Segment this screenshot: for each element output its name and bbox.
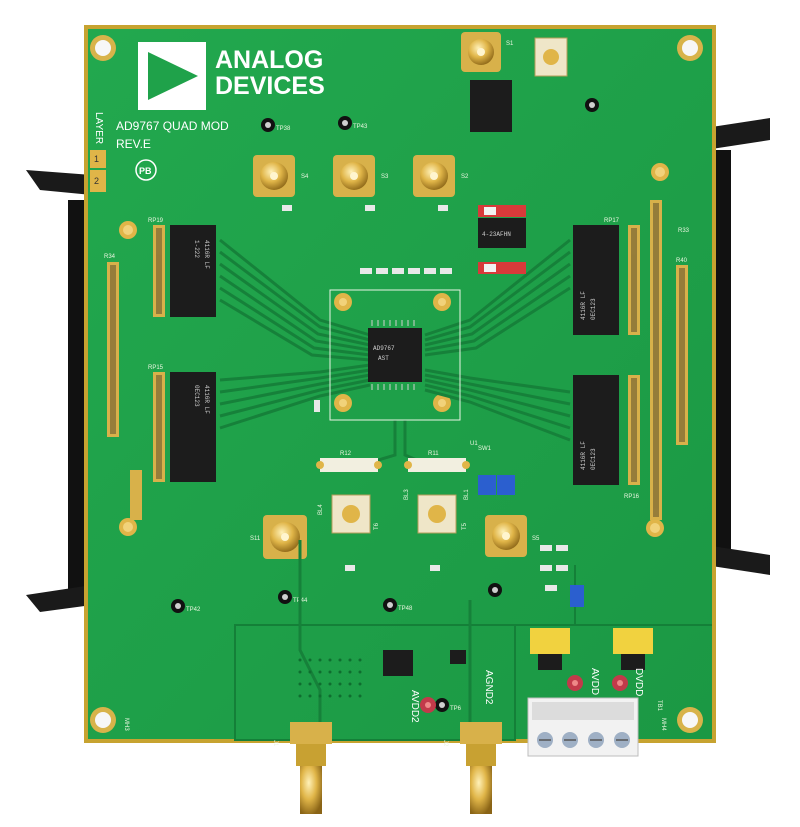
r40-label: R40 <box>676 258 688 264</box>
rp-text-1: 4116R LF <box>203 240 210 269</box>
tantalum-capacitor <box>530 628 653 670</box>
small-ic <box>470 80 512 132</box>
r33-label: R33 <box>678 228 690 234</box>
dac-outline <box>329 289 461 421</box>
mh3-label: MH3 <box>123 718 129 731</box>
s5-label: S5 <box>532 536 540 542</box>
j1-label: J1 <box>272 740 278 747</box>
layer-1: 1 <box>94 154 99 164</box>
rp15-label: RP15 <box>148 365 164 371</box>
layer-label: LAYER <box>93 112 104 144</box>
s4-label: S4 <box>301 174 309 180</box>
s3-label: S3 <box>381 174 389 180</box>
rp-code-4: 0EC123 <box>590 448 597 470</box>
avdd-label: AVDD <box>589 668 600 695</box>
rp17-label: RP17 <box>604 218 620 224</box>
mh4-label: MH4 <box>660 718 666 731</box>
edge-sma-connector <box>290 722 502 814</box>
blue-jumper <box>478 475 584 607</box>
t6-label: T6 <box>374 522 380 530</box>
layer-2: 2 <box>94 176 99 186</box>
terminal-block <box>527 697 639 757</box>
tb1-label: TB1 <box>656 700 662 712</box>
pb-mark: PB <box>139 166 152 176</box>
rp16-label: RP16 <box>624 494 640 500</box>
r11-label: R11 <box>428 451 439 457</box>
tp38-label: TP38 <box>276 126 291 132</box>
avdd2-label: AVDD2 <box>409 690 420 723</box>
s2-label: S2 <box>461 174 469 180</box>
dip-switch <box>478 205 526 274</box>
tp6-label: TP6 <box>450 706 462 712</box>
t5-label: T5 <box>462 522 468 530</box>
dac-chip <box>368 320 422 390</box>
brand-line1: ANALOG <box>215 46 323 74</box>
rp-code-3: 0EC123 <box>590 298 597 320</box>
analog-devices-logo <box>138 42 206 110</box>
rp-code-2: 0EC123 <box>193 385 200 407</box>
dac-chip-text: AD9767 <box>373 345 395 352</box>
bl4-label: BL4 <box>318 504 324 515</box>
r12-resistor <box>320 458 378 472</box>
rp-text-4: 4116R LF <box>580 441 587 470</box>
mounting-hole <box>90 35 703 733</box>
transformer <box>331 494 457 534</box>
test-point <box>171 98 599 712</box>
rp-text-3: 4116R LF <box>580 291 587 320</box>
rp19-label: RP19 <box>148 218 164 224</box>
tp48-label: TP48 <box>398 606 413 612</box>
s11-label: S11 <box>250 536 261 542</box>
rp-val-1: 1-222 <box>193 240 200 258</box>
header-pins <box>107 200 688 520</box>
bl1-label: BL1 <box>464 489 470 500</box>
resistor-pack-chip <box>170 225 619 485</box>
r11-resistor <box>408 458 466 472</box>
left-edge-connector <box>26 170 92 612</box>
bl3-label: BL3 <box>404 489 410 500</box>
gold-pad <box>119 163 669 537</box>
dac-chip-text-2: AST <box>378 355 389 362</box>
r12-label: R12 <box>340 451 352 457</box>
s1-label: S1 <box>506 41 514 47</box>
u1-label: U1 <box>470 441 478 447</box>
sw1-label: SW1 <box>478 446 492 452</box>
regulator-ic <box>383 650 413 676</box>
j2-label: J2 <box>442 740 448 747</box>
signal-traces <box>219 238 571 740</box>
via-field <box>298 658 362 698</box>
brand-line2: DEVICES <box>215 72 325 100</box>
rp-text-2: 4116R LF <box>203 385 210 414</box>
power-test-point <box>420 675 628 713</box>
tp43-label: TP43 <box>353 124 368 130</box>
tp42-label: TP42 <box>186 607 201 613</box>
sma-connector <box>253 32 527 559</box>
board-model: AD9767 QUAD MOD <box>116 119 229 133</box>
smd-components <box>282 205 568 591</box>
r34-label: R34 <box>104 254 116 260</box>
board-revision: REV.E <box>116 137 151 151</box>
dvdd-label: DVDD <box>633 668 644 696</box>
agnd2-label: AGND2 <box>483 670 494 705</box>
dip-switch-text: 4-23AFHN <box>482 231 511 238</box>
